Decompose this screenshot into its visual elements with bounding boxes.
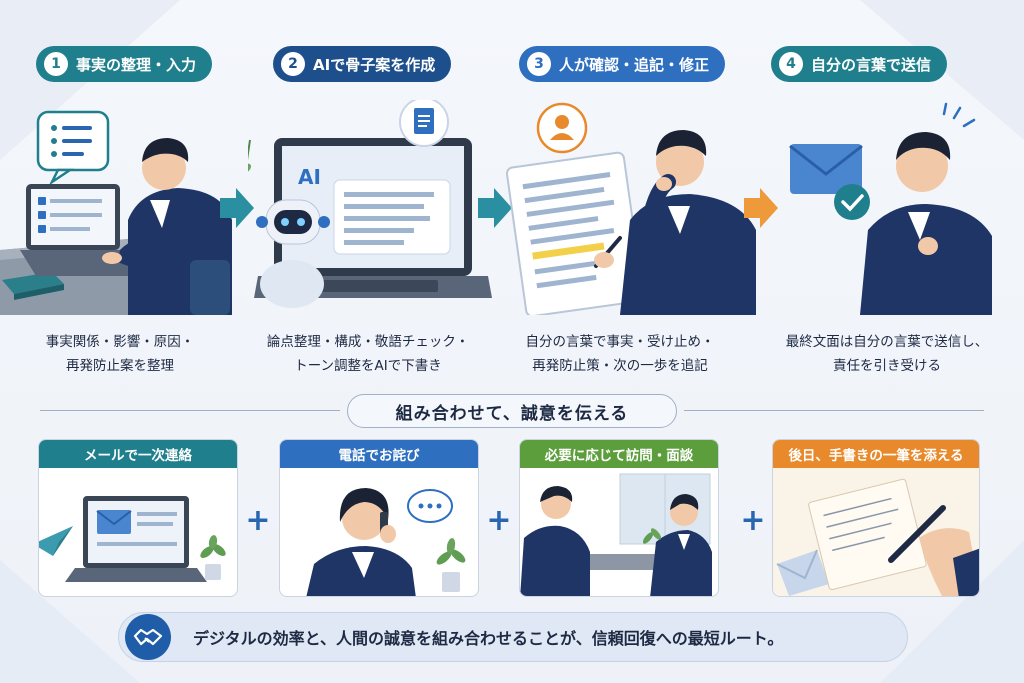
plus-sign: + (486, 503, 512, 538)
step-4-number: 4 (779, 52, 803, 76)
step-2-caption-line-1: 論点整理・構成・敬語チェック・ (266, 334, 470, 350)
robot-icon (256, 199, 330, 308)
plant-icon (200, 535, 226, 580)
card-phone: 電話でお詫び (279, 439, 479, 597)
step-1-caption-line-1: 事実関係・影響・原因・ (45, 334, 195, 350)
step-4-caption-line-2: 責任を引き受ける (833, 358, 941, 374)
step-1-number: 1 (44, 52, 68, 76)
sparkle-icon (942, 102, 976, 128)
step-3-illustration (505, 102, 756, 315)
plant-icon (642, 528, 662, 544)
pen-icon (888, 505, 946, 563)
step-1-illustration (0, 110, 232, 315)
card-visit-illustration (520, 473, 712, 596)
step-1-caption: 事実関係・影響・原因・ 再発防止案を整理 (0, 330, 240, 378)
step-4-caption-line-1: 最終文面は自分の言葉で送信し、 (785, 334, 989, 350)
plant-icon (436, 538, 466, 592)
plus-sign: + (245, 503, 271, 538)
step-3-number: 3 (527, 52, 551, 76)
step-3-caption: 自分の言葉で事実・受け止め・ 再発防止策・次の一歩を追記 (500, 330, 740, 378)
card-email-illustration (39, 496, 226, 582)
card-visit: 必要に応じて訪問・面談 (519, 439, 719, 597)
step-2-illustration: AI (248, 100, 492, 308)
arrow-right-icon (744, 188, 778, 228)
step-1-caption-line-2: 再発防止案を整理 (66, 358, 174, 374)
step-2-number: 2 (281, 52, 305, 76)
envelope-icon (96, 510, 132, 534)
screen-ai-label: AI (298, 165, 321, 189)
plus-sign: + (740, 503, 766, 538)
envelope-icon (776, 549, 829, 596)
step-2-title: AIで骨子案を作成 (313, 55, 436, 74)
footer-banner: デジタルの効率と、人間の誠意を組み合わせることが、信頼回復への最短ルート。 (118, 612, 908, 662)
document-bubble-icon (399, 100, 449, 147)
step-3-pill: 3 人が確認・追記・修正 (519, 46, 726, 82)
divider-right (684, 410, 984, 411)
card-phone-title: 電話でお詫び (280, 440, 478, 468)
card-letter-illustration (773, 468, 979, 596)
book-icon (2, 272, 64, 300)
list-bubble-icon (36, 110, 110, 186)
footer-text: デジタルの効率と、人間の誠意を組み合わせることが、信頼回復への最短ルート。 (193, 629, 784, 648)
card-letter-title: 後日、手書きの一筆を添える (773, 440, 979, 468)
card-letter: 後日、手書きの一筆を添える (772, 439, 980, 597)
person-bubble-icon (536, 102, 588, 154)
step-3-title: 人が確認・追記・修正 (559, 55, 710, 74)
step-4-illustration (789, 102, 992, 315)
step-2-caption: 論点整理・構成・敬語チェック・ トーン調整をAIで下書き (248, 330, 488, 378)
step-2-pill: 2 AIで骨子案を作成 (273, 46, 452, 82)
envelope-check-icon (789, 144, 870, 220)
step-2-caption-line-2: トーン調整をAIで下書き (294, 358, 442, 374)
card-phone-illustration (306, 488, 466, 596)
section-title: 組み合わせて、誠意を伝える (347, 394, 677, 428)
step-3-caption-line-2: 再発防止策・次の一歩を追記 (532, 358, 708, 374)
step-4-title: 自分の言葉で送信 (811, 55, 932, 74)
card-visit-title: 必要に応じて訪問・面談 (520, 440, 718, 468)
card-email: メールで一次連絡 (38, 439, 238, 597)
step-3-caption-line-1: 自分の言葉で事実・受け止め・ (525, 334, 715, 350)
step-4-caption: 最終文面は自分の言葉で送信し、 責任を引き受ける (762, 330, 1012, 378)
divider-left (40, 410, 340, 411)
handshake-icon (125, 614, 171, 660)
step-4-pill: 4 自分の言葉で送信 (771, 46, 948, 82)
arrow-right-icon (478, 188, 512, 228)
step-1-title: 事実の整理・入力 (76, 55, 197, 74)
card-email-title: メールで一次連絡 (39, 440, 237, 468)
paper-plane-icon (39, 526, 73, 556)
plant-icon (248, 139, 252, 177)
step-1-pill: 1 事実の整理・入力 (36, 46, 213, 82)
arrow-right-icon (220, 188, 254, 228)
speech-dots-icon (407, 489, 453, 523)
